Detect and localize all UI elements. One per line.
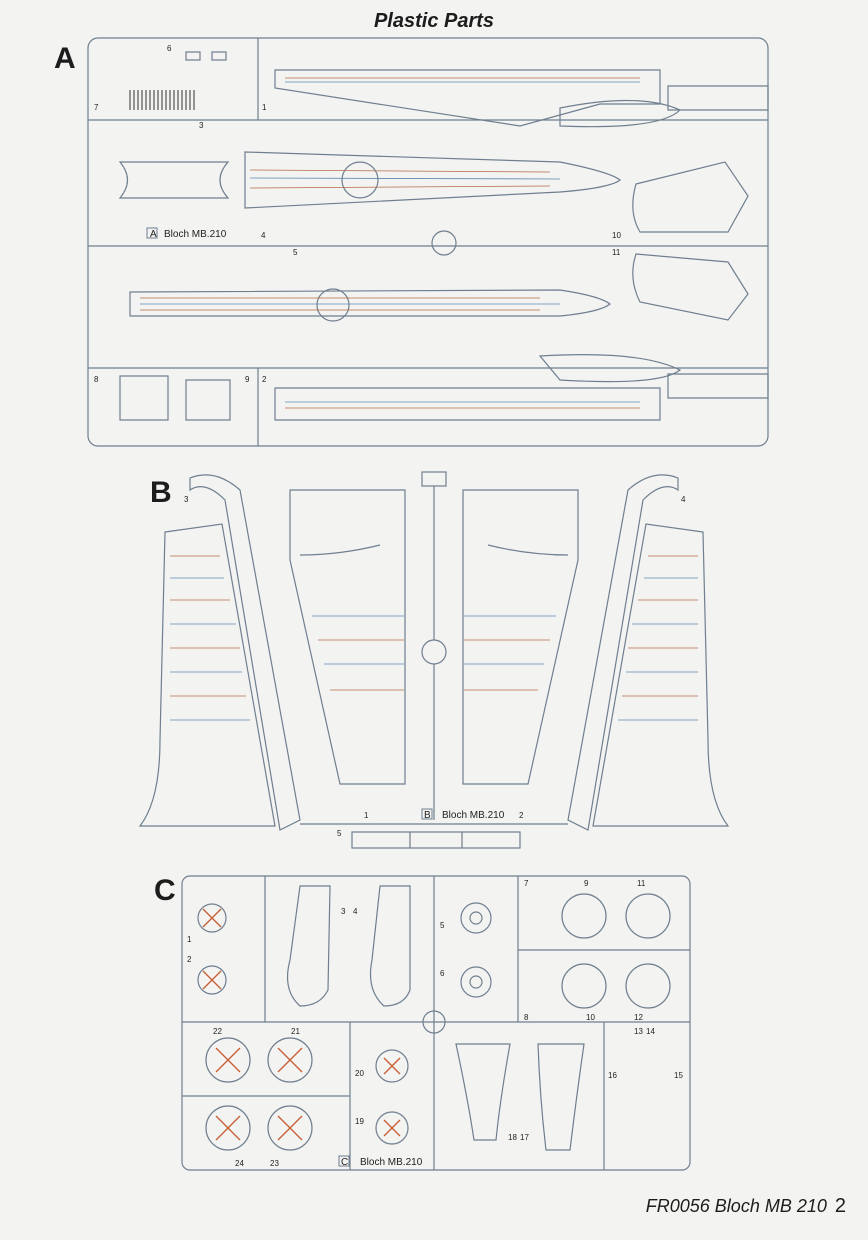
part-number: 11 bbox=[637, 879, 646, 888]
wing-part-1 bbox=[274, 69, 661, 127]
part-number: 11 bbox=[612, 248, 621, 257]
page-title: Plastic Parts bbox=[373, 10, 495, 32]
part-number: 7 bbox=[524, 879, 529, 888]
sprue-b-left-runner bbox=[189, 474, 301, 831]
sprue-c-frame bbox=[181, 875, 691, 1171]
part-number: 2 bbox=[262, 375, 267, 384]
fuselage-nose-part bbox=[118, 161, 230, 199]
part-number: 1 bbox=[262, 103, 267, 112]
part-number: 13 bbox=[634, 1027, 643, 1036]
part-number: 8 bbox=[524, 1013, 529, 1022]
part-number: 7 bbox=[94, 103, 99, 112]
tail-part-11 bbox=[632, 253, 749, 321]
part-number: 2 bbox=[519, 811, 524, 820]
part-number: 19 bbox=[355, 1117, 364, 1126]
outer-wing-left bbox=[138, 523, 276, 827]
part-number: 1 bbox=[364, 811, 369, 820]
strut-part-3 bbox=[287, 885, 331, 1007]
sprue-b-label: Bloch MB.210 bbox=[442, 810, 505, 821]
sprue-letter-b: B bbox=[150, 476, 172, 509]
sprue-c-mark: C bbox=[341, 1157, 348, 1168]
part-number: 4 bbox=[681, 495, 686, 504]
fuselage-part-4 bbox=[244, 151, 621, 209]
fuselage-part-5 bbox=[129, 289, 611, 317]
page-number: 2 bbox=[834, 1195, 846, 1217]
part-number: 22 bbox=[213, 1027, 222, 1036]
part-number: 1 bbox=[187, 935, 192, 944]
part-number: 18 bbox=[508, 1133, 517, 1142]
part-number: 15 bbox=[674, 1071, 683, 1080]
sprue-letter-a: A bbox=[54, 42, 76, 75]
sprue-letter-c: C bbox=[154, 874, 176, 907]
sprue-b-part-numbers: 1 2 3 4 5 bbox=[184, 495, 686, 838]
sprue-a-hatching bbox=[129, 90, 195, 110]
footer-text: FR0056 Bloch MB 210 bbox=[645, 1196, 827, 1216]
wing-part-2 bbox=[274, 387, 661, 421]
part-number: 14 bbox=[646, 1027, 655, 1036]
sprue-c-label: Bloch MB.210 bbox=[360, 1157, 423, 1168]
inner-wing-left bbox=[289, 489, 406, 785]
sprue-a-part-numbers: 1 2 3 4 5 6 7 8 9 10 11 bbox=[94, 44, 621, 384]
part-number: 2 bbox=[187, 955, 192, 964]
part-number: 5 bbox=[293, 248, 298, 257]
sprue-a bbox=[87, 37, 769, 447]
strut-part-17 bbox=[537, 1043, 585, 1151]
sprue-b-right-runner bbox=[567, 474, 679, 831]
part-number: 6 bbox=[167, 44, 172, 53]
part-b5 bbox=[351, 831, 521, 849]
part-number: 20 bbox=[355, 1069, 364, 1078]
strut-part-18 bbox=[455, 1043, 511, 1141]
part-number: 5 bbox=[337, 829, 342, 838]
part-number: 21 bbox=[291, 1027, 300, 1036]
strut-part-4 bbox=[369, 885, 411, 1007]
part-number: 9 bbox=[584, 879, 589, 888]
part-number: 16 bbox=[608, 1071, 617, 1080]
sprue-b-mark: B bbox=[424, 810, 431, 821]
part-number: 3 bbox=[184, 495, 189, 504]
sprue-c-crosses bbox=[202, 908, 401, 1141]
part-number: 5 bbox=[440, 921, 445, 930]
part-number: 23 bbox=[270, 1159, 279, 1168]
page-footer: FR0056 Bloch MB 210 2 bbox=[646, 1195, 846, 1218]
sprue-b bbox=[138, 471, 730, 849]
part-number: 6 bbox=[440, 969, 445, 978]
part-number: 24 bbox=[235, 1159, 244, 1168]
part-number: 3 bbox=[341, 907, 346, 916]
part-number: 8 bbox=[94, 375, 99, 384]
part-number: 4 bbox=[353, 907, 358, 916]
outer-wing-right bbox=[592, 523, 730, 827]
sprue-a-frame bbox=[87, 37, 769, 447]
sprue-c bbox=[181, 875, 691, 1171]
sprue-c-part-numbers: 1 2 3 4 5 6 7 8 9 10 11 12 13 14 15 16 1… bbox=[187, 879, 683, 1168]
part-number: 3 bbox=[199, 121, 204, 130]
part-number: 9 bbox=[245, 375, 250, 384]
sprue-a-label: Bloch MB.210 bbox=[164, 229, 227, 240]
part-number: 17 bbox=[520, 1133, 529, 1142]
part-number: 12 bbox=[634, 1013, 643, 1022]
tail-part-10 bbox=[632, 161, 749, 233]
part-number: 10 bbox=[612, 231, 621, 240]
sprue-a-mark: A bbox=[150, 229, 157, 240]
part-number: 10 bbox=[586, 1013, 595, 1022]
part-number: 4 bbox=[261, 231, 266, 240]
inner-wing-right bbox=[462, 489, 579, 785]
